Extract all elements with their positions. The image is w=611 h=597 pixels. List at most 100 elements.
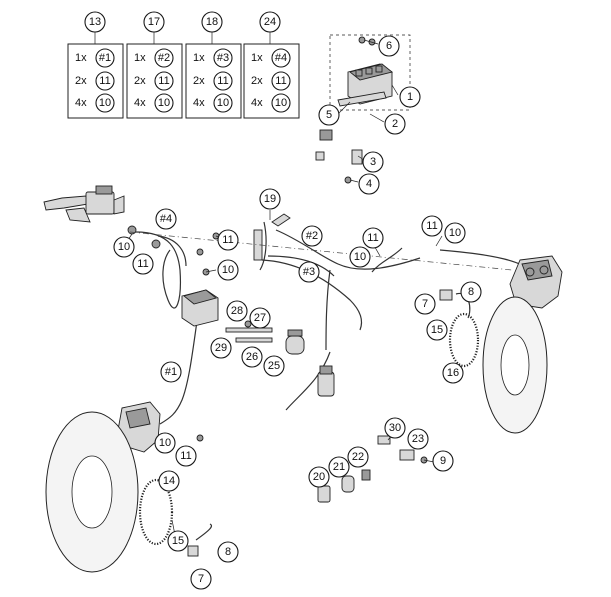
kit-number: 18 (206, 16, 218, 28)
callout-25[interactable]: 25 (263, 355, 285, 377)
kit-ref: 11 (275, 75, 286, 87)
kit-18: 18 1x #3 2x 11 4x 10 (185, 11, 242, 119)
callouts: 6 1 5 2 3 4 #4 19 11 #2 10 #3 11 10 11 1… (113, 35, 482, 590)
callout-hash-3[interactable]: #3 (298, 261, 320, 283)
callout-11[interactable]: 11 (132, 253, 154, 275)
callout-11[interactable]: 11 (362, 227, 384, 249)
svg-text:11: 11 (222, 234, 233, 246)
kit-qty: 2x (134, 75, 146, 87)
callout-11[interactable]: 11 (217, 229, 239, 251)
kit-number-callout[interactable]: 13 (84, 11, 106, 33)
callout-15[interactable]: 15 (426, 319, 448, 341)
kit-ref-callout[interactable]: 10 (271, 93, 291, 113)
svg-text:29: 29 (215, 342, 227, 354)
callout-10[interactable]: 10 (113, 236, 135, 258)
kit-number-callout[interactable]: 24 (259, 11, 281, 33)
kit-ref: 10 (99, 97, 111, 109)
callout-22[interactable]: 22 (347, 446, 369, 468)
svg-text:25: 25 (268, 360, 280, 372)
callout-10[interactable]: 10 (349, 246, 371, 268)
kit-ref: #4 (275, 52, 287, 64)
svg-text:6: 6 (386, 40, 392, 52)
callout-10[interactable]: 10 (154, 432, 176, 454)
kit-ref: #2 (158, 52, 170, 64)
callout-15[interactable]: 15 (167, 530, 189, 552)
callout-26[interactable]: 26 (241, 346, 263, 368)
callout-7[interactable]: 7 (190, 568, 212, 590)
kit-ref-callout[interactable]: 11 (154, 71, 174, 91)
callout-8[interactable]: 8 (217, 541, 239, 563)
callout-14[interactable]: 14 (158, 470, 180, 492)
kit-qty: 4x (193, 97, 205, 109)
svg-text:10: 10 (118, 241, 130, 253)
callout-16[interactable]: 16 (442, 362, 464, 384)
kit-ref-callout[interactable]: 11 (271, 71, 291, 91)
callout-19[interactable]: 19 (259, 188, 281, 210)
kit-ref-callout[interactable]: #2 (154, 48, 174, 68)
callout-8[interactable]: 8 (460, 281, 482, 303)
svg-text:4: 4 (366, 178, 372, 190)
mounting-hardware (317, 435, 428, 503)
kit-qty: 4x (134, 97, 146, 109)
svg-text:28: 28 (231, 305, 243, 317)
kit-24: 24 1x #4 2x 11 4x 10 (243, 11, 300, 119)
callout-10[interactable]: 10 (217, 259, 239, 281)
callout-23[interactable]: 23 (407, 428, 429, 450)
kit-ref-callout[interactable]: 10 (213, 93, 233, 113)
callout-11[interactable]: 11 (175, 445, 197, 467)
kit-ref-callout[interactable]: #1 (95, 48, 115, 68)
callout-10[interactable]: 10 (444, 222, 466, 244)
svg-text:10: 10 (159, 437, 171, 449)
kit-qty: 2x (75, 75, 87, 87)
callout-30[interactable]: 30 (384, 417, 406, 439)
callout-21[interactable]: 21 (328, 456, 350, 478)
kit-number: 13 (89, 16, 101, 28)
abs-modulator (181, 213, 291, 327)
svg-text:#4: #4 (160, 213, 172, 225)
callout-6[interactable]: 6 (378, 35, 400, 57)
callout-3[interactable]: 3 (362, 151, 384, 173)
callout-27[interactable]: 27 (249, 307, 271, 329)
svg-text:8: 8 (225, 546, 231, 558)
abs-hydraulic-unit (315, 34, 411, 184)
svg-text:11: 11 (367, 232, 378, 244)
callout-11[interactable]: 11 (421, 215, 443, 237)
callout-1[interactable]: 1 (399, 86, 421, 108)
callout-hash-1[interactable]: #1 (160, 361, 182, 383)
svg-text:1: 1 (407, 91, 413, 103)
callout-9[interactable]: 9 (432, 450, 454, 472)
svg-text:15: 15 (431, 324, 443, 336)
front-master-cylinder (43, 185, 161, 249)
svg-text:20: 20 (313, 471, 325, 483)
callout-hash-2[interactable]: #2 (301, 225, 323, 247)
kit-ref-callout[interactable]: 11 (213, 71, 233, 91)
kit-ref: 11 (217, 75, 228, 87)
callout-5[interactable]: 5 (318, 104, 340, 126)
callout-2[interactable]: 2 (384, 113, 406, 135)
callout-29[interactable]: 29 (210, 337, 232, 359)
kit-qty: 1x (251, 52, 263, 64)
svg-text:5: 5 (326, 109, 332, 121)
svg-text:8: 8 (468, 286, 474, 298)
kit-ref-callout[interactable]: 11 (95, 71, 115, 91)
kit-ref-callout[interactable]: #3 (213, 48, 233, 68)
svg-text:27: 27 (254, 312, 266, 324)
kit-ref-callout[interactable]: 10 (154, 93, 174, 113)
svg-text:9: 9 (440, 455, 446, 467)
kit-number: 17 (148, 16, 160, 28)
svg-text:7: 7 (198, 573, 204, 585)
callout-hash-4[interactable]: #4 (155, 208, 177, 230)
kit-ref-callout[interactable]: 10 (95, 93, 115, 113)
callout-20[interactable]: 20 (308, 466, 330, 488)
callout-4[interactable]: 4 (358, 173, 380, 195)
kit-ref-callout[interactable]: #4 (271, 48, 291, 68)
kit-number-callout[interactable]: 18 (201, 11, 223, 33)
rear-brake-assembly (45, 401, 213, 573)
kit-qty: 1x (134, 52, 146, 64)
kit-number-callout[interactable]: 17 (143, 11, 165, 33)
svg-text:14: 14 (163, 475, 175, 487)
callout-28[interactable]: 28 (226, 300, 248, 322)
kit-qty: 4x (75, 97, 87, 109)
callout-7[interactable]: 7 (414, 293, 436, 315)
